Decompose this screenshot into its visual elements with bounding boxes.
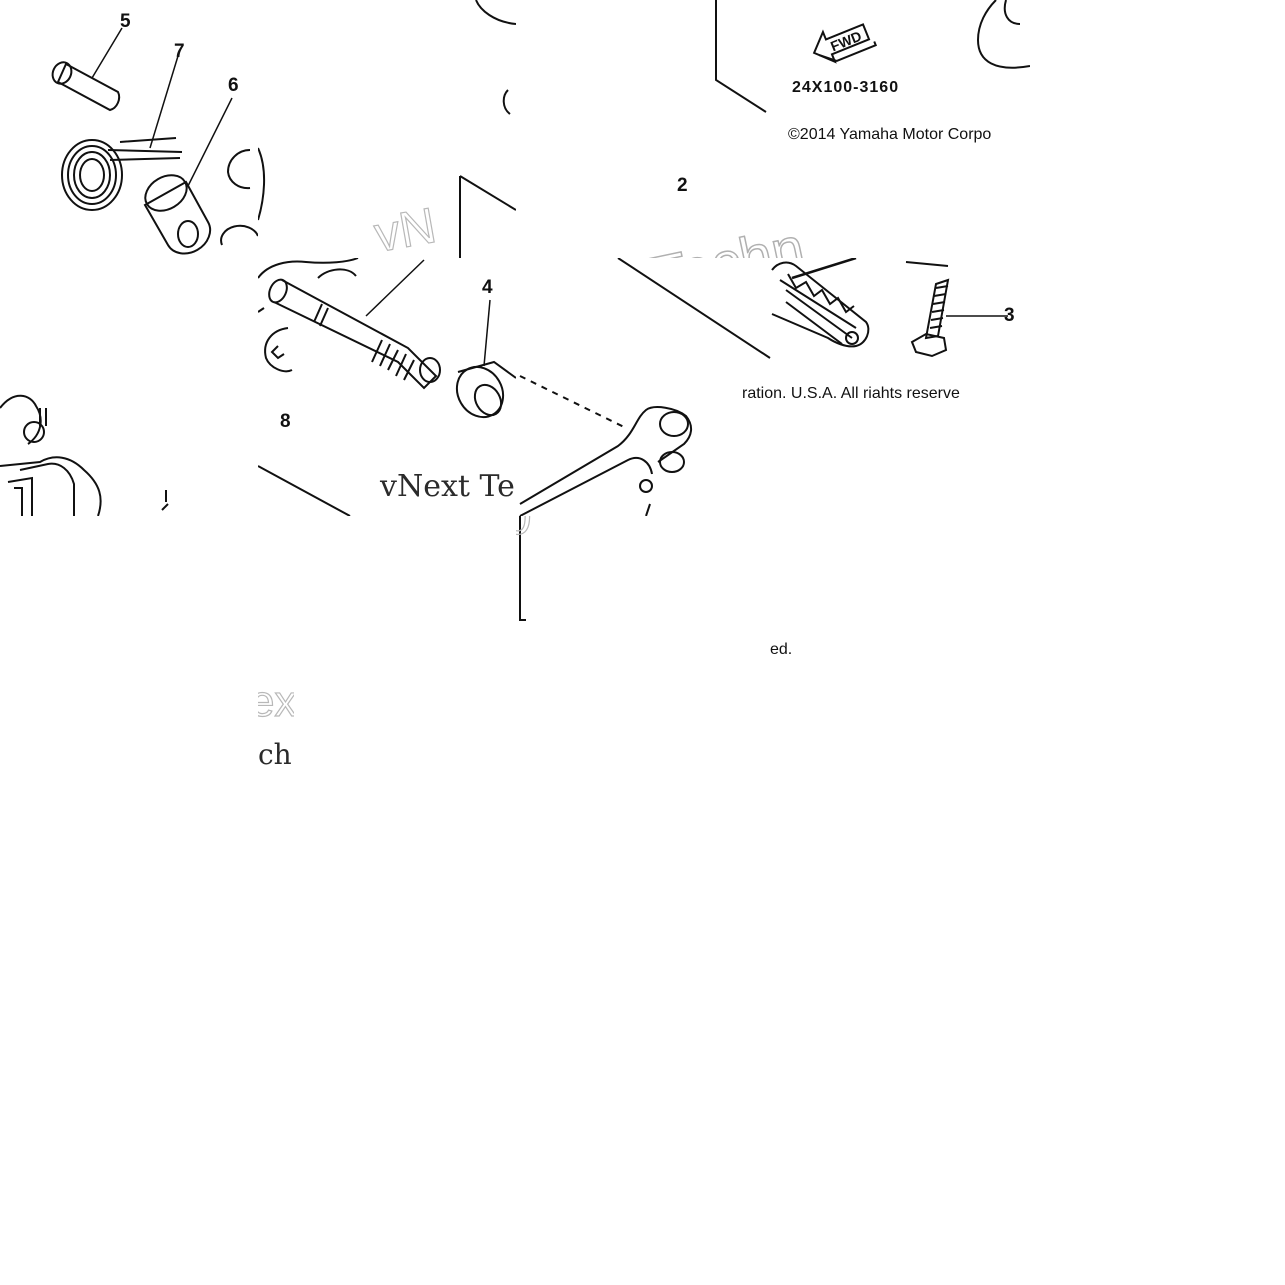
shaft-drawing xyxy=(258,258,516,516)
housing-top-drawing: vN xyxy=(258,0,516,258)
circlip-detail xyxy=(270,345,285,360)
clip-fragment xyxy=(226,149,251,190)
diagram-fragment-watermark: ex ch xyxy=(258,672,294,776)
callout-7: 7 xyxy=(174,41,185,62)
callout-2: 2 xyxy=(677,175,688,196)
housing-left-drawing xyxy=(0,394,169,516)
seal-part-4 xyxy=(455,360,516,419)
callout-3: 3 xyxy=(1004,305,1015,326)
circlip-part-8 xyxy=(264,327,293,373)
watermark-fragment-ch: ch xyxy=(258,738,292,771)
diagram-tile-header: FWD Techn 24X100-3160 ©2014 Yamaha Motor… xyxy=(516,0,1030,258)
callout-6: 6 xyxy=(228,75,239,96)
copyright-line-top: ©2014 Yamaha Motor Corpo xyxy=(788,126,992,143)
svg-text:00: 00 xyxy=(516,516,532,545)
watermark-fragment-drawing: ex ch xyxy=(258,676,294,771)
leader-line xyxy=(149,55,179,149)
copyright-line-end: ed. xyxy=(770,641,793,658)
bolt-part-3 xyxy=(910,278,950,358)
spring-part-7 xyxy=(61,137,183,211)
collar-part-6 xyxy=(143,174,212,255)
lever-drawing xyxy=(519,258,1008,516)
watermark-fragment: vN xyxy=(370,197,440,258)
foot-peg-part-2 xyxy=(771,261,870,348)
watermark-techn: Techn xyxy=(645,215,810,258)
fwd-arrow-icon xyxy=(812,23,878,64)
shift-shaft xyxy=(268,278,441,390)
part-number: 24X100-3160 xyxy=(792,79,900,96)
shift-lever xyxy=(519,406,692,516)
diagram-tile-springs: 5 7 6 xyxy=(0,0,258,258)
springs-drawing xyxy=(51,27,258,255)
leader-line xyxy=(91,27,123,79)
watermark-fragment-ex: ex xyxy=(258,677,294,726)
callout-5: 5 xyxy=(120,11,131,32)
copyright-line-mid: ration. U.S.A. All riahts reserve xyxy=(742,385,960,402)
diagram-tile-housing-left xyxy=(0,258,258,516)
header-drawing: FWD Techn xyxy=(644,0,1030,258)
callout-8: 8 xyxy=(280,411,291,432)
diagram-tile-shaft: 4 8 vNext Te xyxy=(258,258,516,516)
diagram-tile-lever: 3 ration. U.S.A. All riahts reserve xyxy=(516,258,1030,516)
fwd-label: FWD xyxy=(828,28,864,55)
leader-line xyxy=(187,97,233,187)
watermark-serif: vNext Te xyxy=(380,469,515,504)
pin-part-5 xyxy=(51,61,121,112)
diagram-tile-housing-top: vN xyxy=(258,0,516,258)
callout-4: 4 xyxy=(482,277,493,298)
lever-end-drawing: 00 xyxy=(516,516,532,621)
diagram-fragment-lever-end: 00 xyxy=(516,516,774,636)
